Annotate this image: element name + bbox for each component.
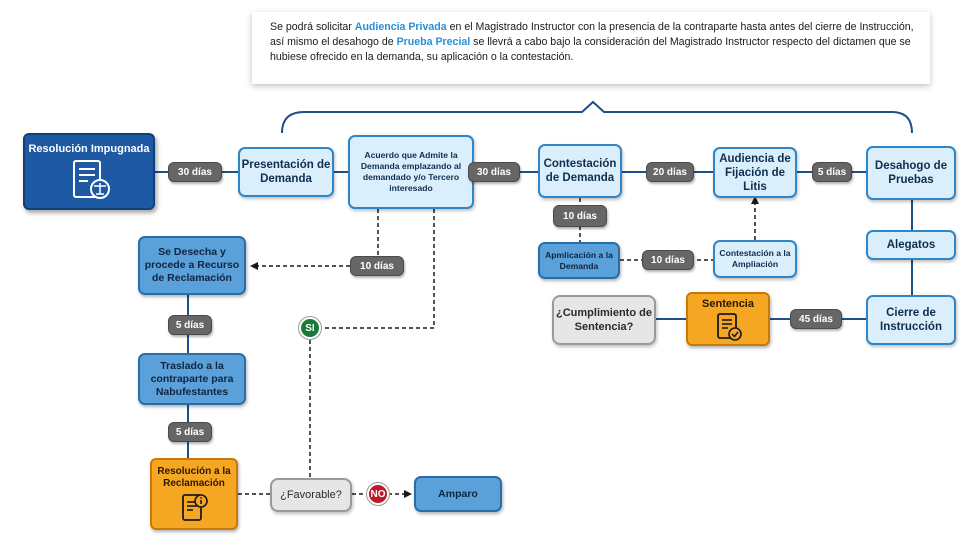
node-label: Contestación a la Ampliación	[719, 248, 791, 269]
node-label: ¿Cumplimiento de Sentencia?	[556, 307, 652, 333]
yes-badge: SI	[299, 317, 321, 339]
info-note-text: Se podrá solicitar	[270, 21, 355, 33]
node-contestacion-ampliacion: Contestación a la Ampliación	[713, 240, 797, 278]
node-label: Acuerdo que Admite la Demanda emplazando…	[360, 150, 462, 193]
node-amparo: Amparo	[414, 476, 502, 512]
highlight-prueba-precial: Prueba Precial	[396, 36, 471, 48]
node-desahogo-pruebas: Desahogo de Pruebas	[866, 146, 956, 200]
duration-badge: 5 días	[168, 315, 212, 335]
info-note-text-3: se llevrá a cabo bajo la consideración d…	[270, 36, 911, 63]
node-label: Alegatos	[886, 239, 936, 251]
duration-badge: 10 días	[642, 250, 694, 270]
node-label: Traslado a la contraparte para Nabufesta…	[150, 359, 234, 398]
node-label: Presentación de Demanda	[241, 159, 331, 185]
node-label: Cierre de Instrucción	[880, 307, 942, 333]
node-contestacion-demanda: Contestación de Demanda	[538, 144, 622, 198]
node-alegatos: Alegatos	[866, 230, 956, 260]
highlight-audiencia-privada: Audiencia Privada	[354, 21, 447, 33]
document-scale-icon	[73, 160, 110, 199]
node-label: Resolución a la Reclamación	[157, 466, 231, 489]
document-info-icon	[182, 494, 208, 521]
node-favorable: ¿Favorable?	[270, 478, 352, 512]
duration-badge: 30 días	[468, 162, 520, 182]
node-cierre-instruccion: Cierre de Instrucción	[866, 295, 956, 345]
node-label: Apmlicación a la Demanda	[545, 249, 613, 271]
node-cumplimiento-sentencia: ¿Cumplimiento de Sentencia?	[552, 295, 656, 345]
no-badge: NO	[367, 483, 389, 505]
node-resolucion-reclamacion: Resolución a la Reclamación	[150, 458, 238, 530]
node-sentencia: Sentencia	[686, 292, 770, 346]
node-acuerdo-admite: Acuerdo que Admite la Demanda emplazando…	[348, 135, 474, 209]
node-label: ¿Favorable?	[280, 489, 342, 501]
node-label: Desahogo de Pruebas	[874, 160, 948, 186]
node-ampliacion-demanda: Apmlicación a la Demanda	[538, 242, 620, 279]
duration-badge: 10 días	[350, 256, 404, 276]
document-check-icon	[717, 313, 742, 341]
duration-badge: 45 días	[790, 309, 842, 329]
node-label: Sentencia	[702, 298, 754, 310]
duration-badge: 5 días	[812, 162, 852, 182]
node-resolucion-impugnada: Resolución Impugnada	[23, 133, 155, 210]
duration-badge: 20 días	[646, 162, 694, 182]
node-label: Se Desecha y procede a Recurso de Reclam…	[144, 246, 240, 284]
duration-badge: 5 días	[168, 422, 212, 442]
node-label: Amparo	[438, 487, 478, 500]
info-note: Se podrá solicitar Audiencia Privada en …	[252, 12, 930, 84]
node-presentacion-demanda: Presentación de Demanda	[238, 147, 334, 197]
duration-badge: 30 días	[168, 162, 222, 182]
node-se-desecha: Se Desecha y procede a Recurso de Reclam…	[138, 236, 246, 295]
info-note-text-2: en el Magistrado Instructor con la prese…	[270, 21, 914, 48]
node-traslado-contraparte: Traslado a la contraparte para Nabufesta…	[138, 353, 246, 405]
node-audiencia-fijacion: Audiencia de Fijación de Litis	[713, 147, 797, 198]
node-label: Audiencia de Fijación de Litis	[719, 152, 791, 193]
bracket-line	[281, 100, 913, 134]
duration-badge: 10 días	[553, 205, 607, 227]
node-label: Contestación de Demanda	[543, 158, 617, 184]
node-label: Resolución Impugnada	[28, 143, 150, 155]
